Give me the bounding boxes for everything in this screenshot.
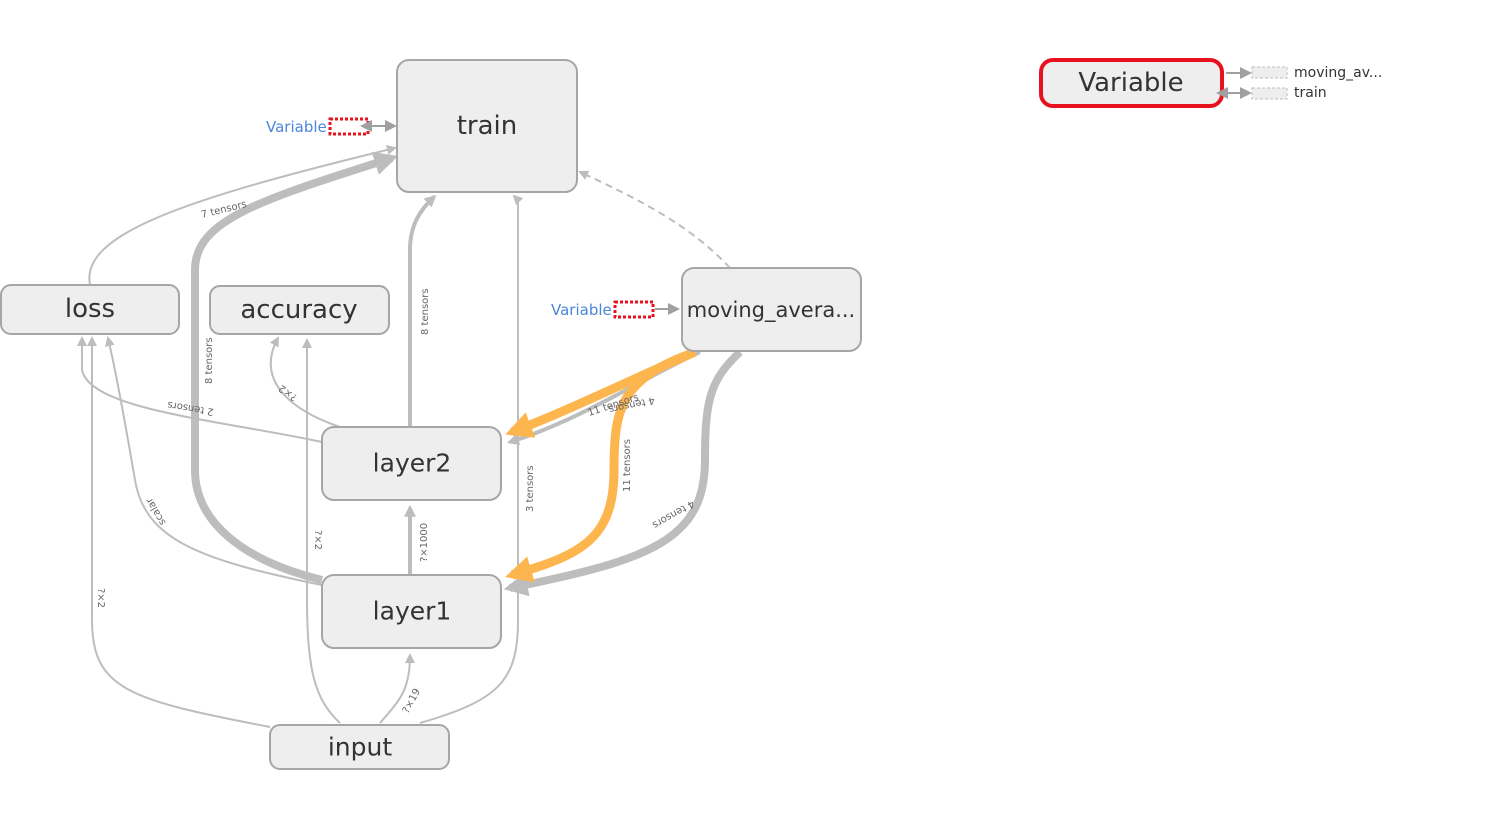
edge-label-loss-train: 7 tensors xyxy=(200,199,248,221)
moving-average-variable-ref-label[interactable]: Variable xyxy=(551,301,612,319)
edge-label-layer1-train: 8 tensors xyxy=(204,337,215,384)
edge-label-input-train: 3 tensors xyxy=(525,465,536,512)
selected-variable-node[interactable]: Variable xyxy=(1039,58,1224,108)
node-loss-label: loss xyxy=(65,294,115,324)
moving-average-variable-ref-marker[interactable] xyxy=(613,300,680,319)
edge-label-layer1-loss: scalar xyxy=(144,495,169,527)
selected-variable-connection-0-label: moving_av... xyxy=(1294,65,1382,81)
node-layer1-label: layer1 xyxy=(373,597,452,626)
edge-layer1-loss[interactable] xyxy=(104,336,323,586)
edge-layer2-loss[interactable] xyxy=(77,336,323,443)
node-moving-average[interactable]: moving_avera... xyxy=(681,267,862,352)
edge-moving-average-train[interactable] xyxy=(578,170,731,269)
edge-input-train[interactable] xyxy=(419,194,524,724)
edge-input-loss[interactable] xyxy=(87,336,271,728)
node-train-label: train xyxy=(457,111,518,141)
node-layer1[interactable]: layer1 xyxy=(321,574,502,649)
node-layer2-label: layer2 xyxy=(373,449,452,478)
edge-label-layer1-layer2: ?×1000 xyxy=(419,523,430,562)
edge-moving-average-layer1-orange[interactable] xyxy=(505,349,692,583)
edge-input-accuracy[interactable] xyxy=(302,338,341,724)
edge-layer2-accuracy[interactable] xyxy=(269,336,341,428)
edge-layer2-train[interactable] xyxy=(408,194,437,427)
node-loss[interactable]: loss xyxy=(0,284,180,335)
edge-label-input-loss: ?×2 xyxy=(95,588,106,608)
edge-loss-train[interactable] xyxy=(88,145,397,286)
node-accuracy[interactable]: accuracy xyxy=(209,285,390,335)
edge-label-layer2-accuracy: ?×2 xyxy=(277,382,300,403)
train-variable-ref-label[interactable]: Variable xyxy=(266,118,327,136)
node-train[interactable]: train xyxy=(396,59,578,193)
node-input-label: input xyxy=(328,733,393,762)
edge-label-layer2-train: 8 tensors xyxy=(420,288,431,335)
selected-variable-connection-1-label: train xyxy=(1294,85,1327,101)
train-variable-ref-marker[interactable] xyxy=(328,117,397,136)
node-accuracy-label: accuracy xyxy=(240,295,357,325)
edge-layer1-train[interactable] xyxy=(191,151,399,584)
node-moving-average-label: moving_avera... xyxy=(687,298,855,323)
selected-variable-connection-1[interactable]: train xyxy=(1216,85,1327,101)
node-layer2[interactable]: layer2 xyxy=(321,426,502,501)
selected-variable-connection-0[interactable]: moving_av... xyxy=(1226,65,1382,81)
edge-label-input-accuracy: ?×2 xyxy=(312,530,323,550)
edge-moving-average-layer1-gray[interactable] xyxy=(503,349,743,597)
edge-label-moving-average-layer1-orange: 11 tensors xyxy=(622,439,633,492)
node-input[interactable]: input xyxy=(269,724,450,770)
selected-variable-label: Variable xyxy=(1078,68,1183,98)
edge-input-layer1[interactable] xyxy=(379,653,415,724)
